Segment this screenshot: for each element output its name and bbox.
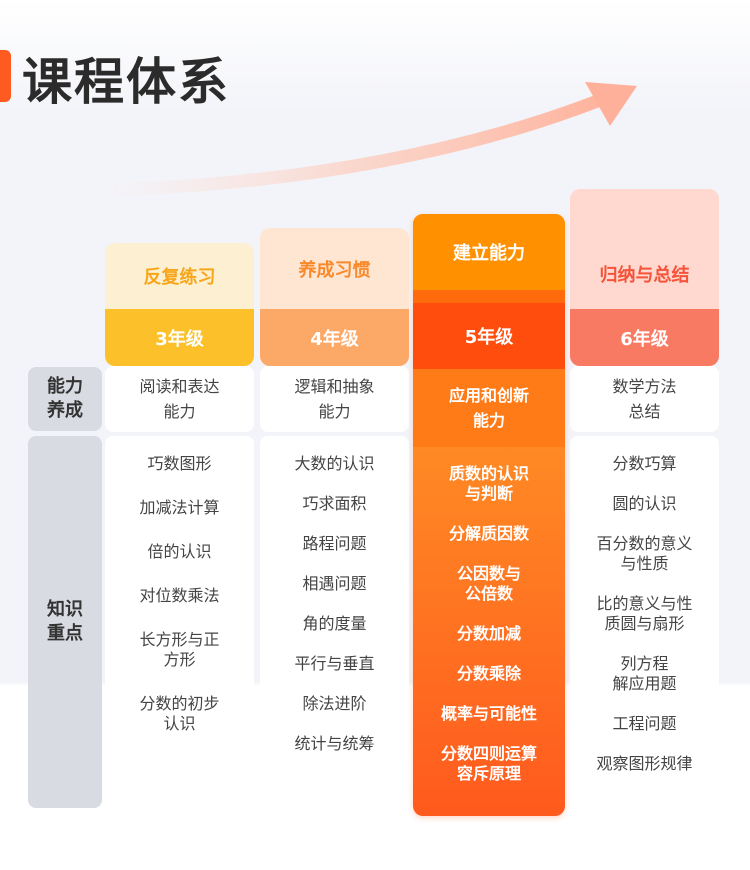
- row-label-knowledge-line1: 知识: [47, 599, 83, 620]
- ability-text: 总结: [628, 402, 661, 421]
- column-header: 养成习惯: [298, 259, 371, 281]
- topic-item: 分数的初步认识: [139, 694, 220, 733]
- topics-card-grade-3: 巧数图形 加减法计算 倍的认识 对位数乘法 长方形与正方形 分数的初步认识: [105, 436, 254, 826]
- topic-item: 巧数图形: [147, 454, 212, 473]
- topic-item: 圆的认识: [612, 494, 677, 513]
- row-label-knowledge-line2: 重点: [47, 623, 83, 644]
- ability-text: 数学方法: [612, 377, 677, 396]
- row-label-ability: 能力 养成: [28, 367, 102, 431]
- topic-item: 对位数乘法: [139, 586, 220, 605]
- column-grade-6: 归纳与总结 6年级: [570, 189, 719, 366]
- topic-item: 比的意义与性质圆与扇形: [596, 594, 693, 633]
- ability-text: 逻辑和抽象: [294, 377, 375, 396]
- ability-card-grade-4: 逻辑和抽象 能力: [260, 366, 409, 432]
- column-grade-3: 反复练习 3年级: [105, 243, 254, 366]
- ability-text: 应用和创新: [448, 386, 529, 405]
- column-header: 反复练习: [143, 267, 216, 288]
- topic-item: 质数的认识与判断: [448, 464, 529, 503]
- grade-label: 4年级: [260, 309, 409, 366]
- title-accent-bar: [0, 50, 11, 102]
- progress-arrow-icon: [93, 82, 637, 197]
- topic-item: 平行与垂直: [294, 654, 375, 673]
- column-grade-5: 建立能力 5年级 应用和创新 能力 质数的认识与判断 分解质因数 公因数与公倍数…: [413, 214, 565, 816]
- grade-label: 6年级: [570, 309, 719, 366]
- topic-item: 公因数与公倍数: [456, 564, 521, 603]
- column-header: 归纳与总结: [599, 265, 690, 286]
- ability-text: 能力: [318, 402, 351, 421]
- topic-item: 长方形与正方形: [139, 630, 220, 669]
- topic-item: 观察图形规律: [596, 754, 693, 773]
- column-grade-4: 养成习惯 4年级: [260, 228, 409, 366]
- column-header: 建立能力: [413, 214, 565, 290]
- row-label-ability-line1: 能力: [47, 376, 83, 397]
- topic-item: 除法进阶: [302, 694, 367, 713]
- topic-item: 分数四则运算容斥原理: [440, 744, 537, 783]
- topic-item: 分数乘除: [456, 664, 521, 683]
- topic-item: 路程问题: [302, 534, 367, 553]
- topic-item: 相遇问题: [302, 574, 367, 593]
- topics-card-grade-5: 质数的认识与判断 分解质因数 公因数与公倍数 分数加减 分数乘除 概率与可能性 …: [413, 464, 565, 784]
- ability-card-grade-5: 应用和创新 能力: [413, 369, 565, 447]
- topics-card-grade-4: 大数的认识 巧求面积 路程问题 相遇问题 角的度量 平行与垂直 除法进阶 统计与…: [260, 436, 409, 826]
- topic-item: 巧求面积: [302, 494, 367, 513]
- topic-item: 工程问题: [612, 714, 677, 733]
- ability-text: 能力: [163, 402, 196, 421]
- row-label-knowledge: 知识 重点: [28, 436, 102, 808]
- topic-item: 统计与统筹: [294, 734, 375, 753]
- ability-card-grade-3: 阅读和表达 能力: [105, 366, 254, 432]
- topic-item: 列方程解应用题: [612, 654, 677, 693]
- topics-card-grade-6: 分数巧算 圆的认识 百分数的意义与性质 比的意义与性质圆与扇形 列方程解应用题 …: [570, 436, 719, 826]
- ability-card-grade-6: 数学方法 总结: [570, 366, 719, 432]
- topic-item: 倍的认识: [147, 542, 212, 561]
- grade-label: 5年级: [413, 303, 565, 369]
- topic-item: 分数巧算: [612, 454, 677, 473]
- page-title: 课程体系: [22, 53, 230, 111]
- row-label-ability-line2: 养成: [47, 400, 83, 421]
- topic-item: 分数加减: [456, 624, 521, 643]
- topic-item: 加减法计算: [139, 498, 220, 517]
- topic-item: 大数的认识: [294, 454, 375, 473]
- topic-item: 概率与可能性: [440, 704, 537, 723]
- topic-item: 角的度量: [302, 614, 367, 633]
- topic-item: 百分数的意义与性质: [596, 534, 693, 573]
- ability-text: 阅读和表达: [139, 377, 220, 396]
- topic-item: 分解质因数: [448, 524, 529, 543]
- ability-text: 能力: [472, 411, 505, 430]
- grade-label: 3年级: [105, 309, 254, 366]
